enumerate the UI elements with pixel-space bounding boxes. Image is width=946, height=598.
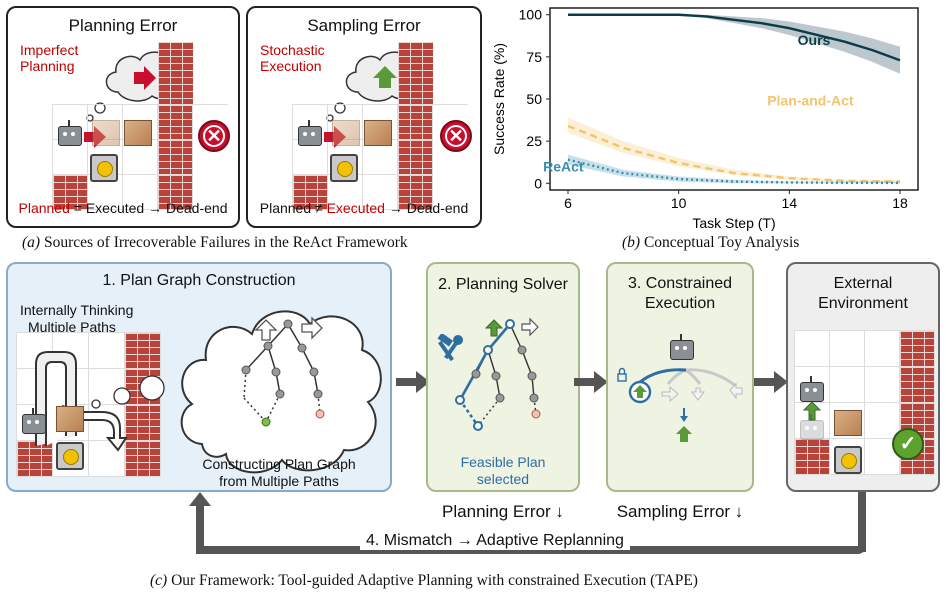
planning-solver-panel: 2. Planning Solver Feasible Plan selecte… xyxy=(426,262,580,492)
thinking-label: Internally Thinking Multiple Paths xyxy=(20,302,134,335)
caption-a: (a) Sources of Irrecoverable Failures in… xyxy=(22,234,408,251)
ghost-box-icon xyxy=(92,120,120,146)
move-right-arrow-icon xyxy=(84,126,106,148)
sampling-error-reduced: Sampling Error ↓ xyxy=(616,502,744,521)
wall-top xyxy=(158,42,193,104)
goal-coin-icon xyxy=(56,442,84,470)
series-label-react: ReAct xyxy=(543,158,584,174)
plan-graph-construction-panel: 1. Plan Graph Construction Internally Th… xyxy=(6,262,392,492)
line-plan-and-act xyxy=(567,124,901,183)
hammer-wrench-icon xyxy=(437,334,463,362)
planning-error-panel: Planning Error Imperfect Planning ✕ Plan… xyxy=(6,6,240,228)
feasible-plan-label: Feasible Plan selected xyxy=(460,454,546,487)
band-react xyxy=(568,154,900,184)
constrained-execution-panel: 3. Constrained Execution xyxy=(606,262,754,492)
planning-grid xyxy=(52,104,228,210)
sampling-error-title: Sampling Error xyxy=(307,16,421,35)
y-tick-label: 100 xyxy=(519,7,543,23)
feedback-line-up xyxy=(196,504,204,554)
ghost-robot-icon xyxy=(800,414,824,440)
y-tick-label: 75 xyxy=(526,49,542,65)
plan-graph-cloud xyxy=(180,310,382,474)
x-tick-label: 6 xyxy=(564,195,572,211)
robot-icon xyxy=(298,120,322,146)
y-tick-label: 0 xyxy=(534,175,542,191)
sampling-error-panel: Sampling Error Stochastic Execution ✕ Pl… xyxy=(246,6,482,228)
robot-icon xyxy=(58,120,82,146)
feedback-arrowhead xyxy=(189,492,211,506)
planning-error-summary: Planned = Executed → Dead-end xyxy=(18,200,228,216)
box-icon xyxy=(364,120,392,146)
planning-error-title: Planning Error xyxy=(68,16,178,35)
x-tick-label: 10 xyxy=(671,195,687,211)
feedback-label: 4. Mismatch → Adaptive Replanning xyxy=(360,532,630,550)
goal-coin-icon xyxy=(834,446,862,474)
wall-top xyxy=(398,42,433,104)
series-label-plan-and-act: Plan-and-Act xyxy=(767,93,854,109)
move-up-arrow-icon xyxy=(802,401,822,421)
caption-b: (b) Conceptual Toy Analysis xyxy=(622,234,800,251)
failure-x-icon: ✕ xyxy=(198,120,230,152)
band-plan-and-act xyxy=(568,117,900,184)
stage4-title: External Environment xyxy=(818,275,908,312)
series-label-ours: Ours xyxy=(798,32,831,48)
constrained-action-diagram xyxy=(617,367,743,442)
x-tick-label: 18 xyxy=(892,195,908,211)
stochastic-execution-label: Stochastic Execution xyxy=(260,42,325,74)
y-tick-label: 25 xyxy=(526,133,542,149)
box-icon xyxy=(56,406,84,432)
thought-bubbles-icon xyxy=(91,375,165,409)
flow-arrow-1 xyxy=(396,371,430,393)
box-icon xyxy=(834,410,862,436)
box-icon xyxy=(124,120,152,146)
line-ours xyxy=(568,13,901,62)
stage2-title: 2. Planning Solver xyxy=(438,276,568,293)
failure-x-icon: ✕ xyxy=(440,120,472,152)
move-right-arrow-icon xyxy=(324,126,346,148)
planning-error-reduced: Planning Error ↓ xyxy=(442,502,564,521)
feedback-line-bottom xyxy=(196,546,866,554)
y-tick-label: 50 xyxy=(526,91,542,107)
x-tick-label: 14 xyxy=(782,195,798,211)
x-axis-label: Task Step (T) xyxy=(692,215,775,231)
plot-area xyxy=(549,7,919,191)
imperfect-planning-label: Imperfect Planning xyxy=(20,42,79,74)
goal-coin-icon xyxy=(90,154,118,182)
line-react xyxy=(567,158,901,185)
stage3-title: 3. Constrained Execution xyxy=(627,275,733,312)
success-check-icon: ✓ xyxy=(892,428,924,460)
feedback-line-down xyxy=(858,492,866,552)
goal-coin-icon xyxy=(330,154,358,182)
band-ours xyxy=(568,14,900,74)
flow-arrow-3 xyxy=(754,371,788,393)
sampling-error-summary: Planned ≠ Executed → Dead-end xyxy=(259,200,469,216)
robot-icon xyxy=(22,408,46,434)
robot-icon xyxy=(800,376,824,402)
caption-c: (c) Our Framework: Tool-guided Adaptive … xyxy=(150,572,698,589)
solver-graph xyxy=(455,317,541,431)
ghost-box-icon xyxy=(332,120,360,146)
stage1-title: 1. Plan Graph Construction xyxy=(102,272,296,289)
external-environment-panel: External Environment ✓ xyxy=(786,262,940,492)
cloud-caption: Constructing Plan Graph from Multiple Pa… xyxy=(202,456,356,489)
flow-arrow-2 xyxy=(574,371,608,393)
y-axis-label: Success Rate (%) xyxy=(491,43,507,155)
robot-icon xyxy=(670,334,694,360)
